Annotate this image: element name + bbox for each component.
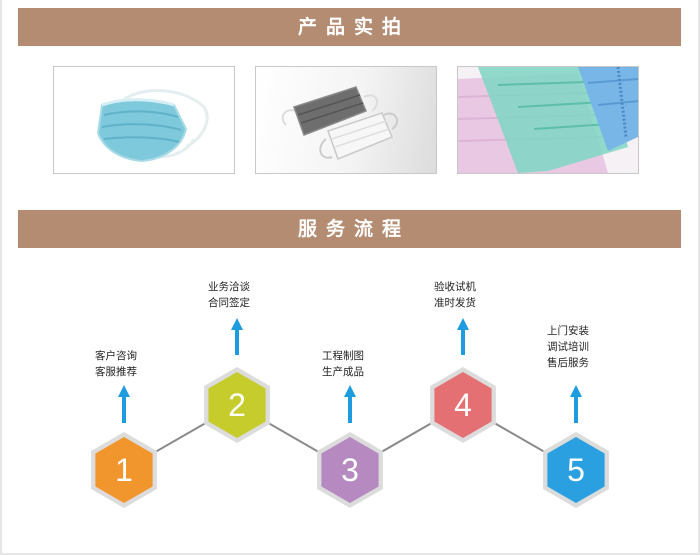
step-4-arrow-head-icon bbox=[457, 318, 469, 330]
stacked-colored-masks-photo bbox=[457, 66, 639, 174]
page-frame-right bbox=[698, 0, 700, 555]
step-1-hexagon bbox=[95, 437, 153, 503]
step-1-arrow-head-icon bbox=[118, 385, 130, 397]
step-1-line-1: 客户咨询 bbox=[95, 350, 137, 362]
step-2-hexagon bbox=[208, 372, 266, 438]
step-2-arrow-head-icon bbox=[231, 318, 243, 330]
step-5-line-3: 售后服务 bbox=[547, 357, 589, 369]
step-5-description: 上门安装 调试培训 售后服务 bbox=[547, 323, 589, 371]
step-2-number: 2 bbox=[228, 387, 246, 423]
step-4-hexagon bbox=[434, 372, 492, 438]
page-frame-left bbox=[0, 0, 2, 555]
step-4-line-2: 准时发货 bbox=[434, 297, 476, 309]
step-3-line-1: 工程制图 bbox=[322, 350, 364, 362]
step-1-number: 1 bbox=[115, 452, 133, 488]
gray-and-white-face-masks-photo bbox=[255, 66, 437, 174]
step-5-number: 5 bbox=[567, 452, 585, 488]
step-1-description: 客户咨询 客服推荐 bbox=[95, 348, 137, 380]
step-5-line-2: 调试培训 bbox=[547, 341, 589, 353]
step-3-line-2: 生产成品 bbox=[322, 366, 364, 378]
products-section-banner: 产品实拍 bbox=[18, 8, 681, 46]
step-5-hexagon bbox=[547, 437, 605, 503]
step-3-number: 3 bbox=[341, 452, 359, 488]
step-5-line-1: 上门安装 bbox=[547, 325, 589, 337]
page-frame-bottom bbox=[0, 553, 700, 555]
step-3-hexagon bbox=[321, 437, 379, 503]
step-2-line-2: 合同签定 bbox=[208, 297, 250, 309]
step-3-arrow-head-icon bbox=[344, 385, 356, 397]
service-process-section-banner: 服务流程 bbox=[18, 210, 681, 248]
step-2-line-1: 业务洽谈 bbox=[208, 281, 250, 293]
step-4-description: 验收试机 准时发货 bbox=[434, 279, 476, 311]
step-2-description: 业务洽谈 合同签定 bbox=[208, 279, 250, 311]
step-4-line-1: 验收试机 bbox=[434, 281, 476, 293]
step-4-number: 4 bbox=[454, 387, 472, 423]
blue-face-mask-photo bbox=[53, 66, 235, 174]
step-3-description: 工程制图 生产成品 bbox=[322, 348, 364, 380]
step-5-arrow-head-icon bbox=[570, 385, 582, 397]
step-1-line-2: 客服推荐 bbox=[95, 366, 137, 378]
